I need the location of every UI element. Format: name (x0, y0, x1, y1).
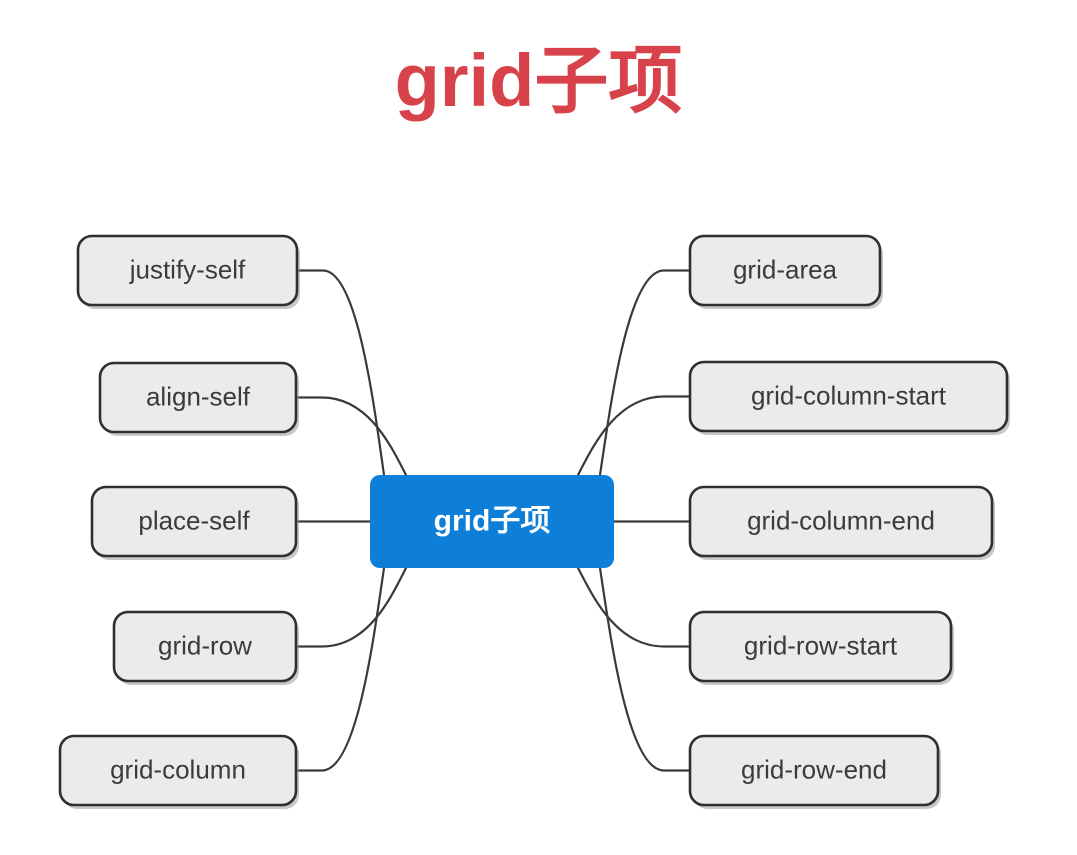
node-grid-column-start-box[interactable] (688, 360, 1009, 433)
node-grid-column-label: grid-column (110, 754, 246, 784)
node-grid-row[interactable]: grid-row (112, 610, 299, 685)
edge-grid-row-end (598, 566, 692, 772)
node-grid-row-box[interactable] (112, 610, 298, 683)
node-grid-column-box[interactable] (58, 734, 298, 807)
edge-grid-column (294, 566, 386, 772)
node-place-self[interactable]: place-self (90, 485, 299, 560)
edge-grid-column-start (576, 395, 692, 477)
node-align-self-box[interactable] (98, 361, 298, 434)
node-align-self-label: align-self (146, 381, 251, 411)
node-grid-area-box[interactable] (688, 234, 882, 307)
node-grid-column[interactable]: grid-column (58, 734, 299, 809)
node-place-self-label: place-self (138, 505, 250, 535)
node-justify-self-label: justify-self (129, 254, 246, 284)
root-node[interactable]: grid子项 (370, 475, 614, 568)
node-grid-row-start[interactable]: grid-row-start (688, 610, 954, 685)
node-align-self[interactable]: align-self (98, 361, 299, 436)
node-grid-row-end[interactable]: grid-row-end (688, 734, 941, 809)
node-grid-column-end-label: grid-column-end (747, 505, 935, 535)
edge-align-self (294, 396, 408, 477)
edge-grid-row (294, 566, 408, 648)
node-grid-row-start-label: grid-row-start (744, 630, 898, 660)
node-grid-column-end[interactable]: grid-column-end (688, 485, 995, 560)
edge-grid-area (598, 269, 692, 477)
node-place-self-box[interactable] (90, 485, 298, 558)
node-grid-column-start[interactable]: grid-column-start (688, 360, 1010, 435)
edge-grid-row-start (576, 566, 692, 648)
node-grid-column-end-box[interactable] (688, 485, 994, 558)
node-group: justify-self align-self place-self grid-row… (58, 234, 1010, 809)
node-grid-area-label: grid-area (733, 254, 838, 284)
edge-justify-self (295, 269, 386, 477)
node-grid-row-end-label: grid-row-end (741, 754, 887, 784)
node-justify-self-box[interactable] (76, 234, 299, 307)
edge-group (294, 269, 692, 772)
node-grid-row-label: grid-row (158, 630, 252, 660)
page-title: grid子项 (394, 39, 683, 122)
node-grid-column-start-label: grid-column-start (751, 380, 947, 410)
root-node-box[interactable] (370, 475, 614, 568)
node-grid-row-end-box[interactable] (688, 734, 940, 807)
node-grid-area[interactable]: grid-area (688, 234, 883, 309)
node-justify-self[interactable]: justify-self (76, 234, 300, 309)
root-node-label: grid子项 (434, 504, 551, 537)
node-grid-row-start-box[interactable] (688, 610, 953, 683)
